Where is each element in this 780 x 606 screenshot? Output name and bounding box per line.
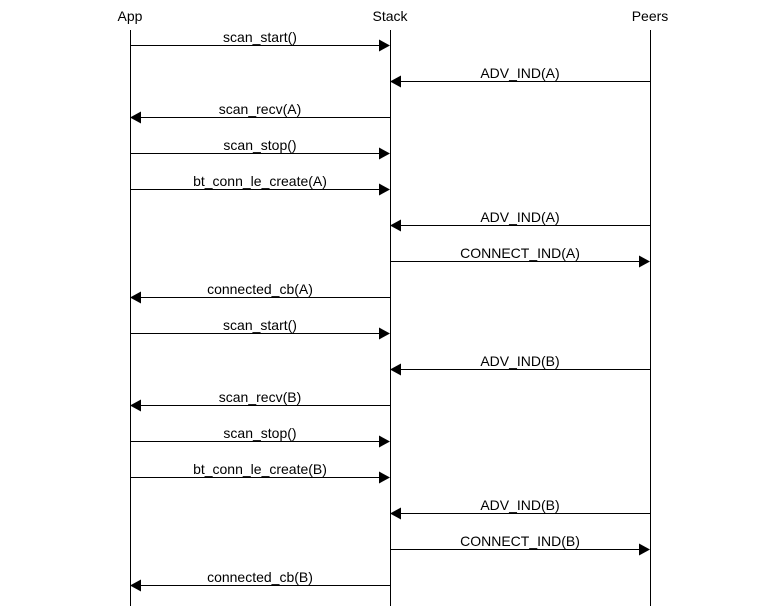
message-label: scan_stop() bbox=[223, 425, 296, 441]
message-10: ADV_IND(B) bbox=[390, 353, 651, 376]
message-label: scan_start() bbox=[223, 29, 297, 45]
arrowhead-icon bbox=[379, 147, 390, 160]
lifelines bbox=[130, 30, 651, 606]
message-16: connected_cb(B) bbox=[130, 569, 391, 592]
participant-stack: Stack bbox=[372, 8, 408, 24]
message-label: connected_cb(A) bbox=[207, 281, 313, 297]
message-label: connected_cb(B) bbox=[207, 569, 313, 585]
message-2: ADV_IND(A) bbox=[390, 65, 651, 88]
message-7: CONNECT_IND(A) bbox=[390, 245, 650, 268]
message-label: CONNECT_IND(A) bbox=[460, 245, 580, 261]
arrowhead-icon bbox=[390, 219, 401, 232]
message-9: scan_start() bbox=[130, 317, 390, 340]
message-label: ADV_IND(A) bbox=[480, 209, 559, 225]
message-6: ADV_IND(A) bbox=[390, 209, 651, 232]
arrowhead-icon bbox=[639, 255, 650, 268]
message-13: bt_conn_le_create(B) bbox=[130, 461, 390, 484]
arrowhead-icon bbox=[379, 183, 390, 196]
message-11: scan_recv(B) bbox=[130, 389, 391, 412]
message-15: CONNECT_IND(B) bbox=[390, 533, 650, 556]
message-label: ADV_IND(B) bbox=[480, 497, 559, 513]
message-label: scan_stop() bbox=[223, 137, 296, 153]
message-label: ADV_IND(A) bbox=[480, 65, 559, 81]
arrowhead-icon bbox=[379, 327, 390, 340]
message-14: ADV_IND(B) bbox=[390, 497, 651, 520]
arrowhead-icon bbox=[379, 435, 390, 448]
message-5: bt_conn_le_create(A) bbox=[130, 173, 390, 196]
message-label: scan_start() bbox=[223, 317, 297, 333]
arrowhead-icon bbox=[130, 579, 141, 592]
participant-peers: Peers bbox=[632, 8, 669, 24]
arrowhead-icon bbox=[390, 75, 401, 88]
arrowhead-icon bbox=[390, 507, 401, 520]
arrowhead-icon bbox=[390, 363, 401, 376]
arrowhead-icon bbox=[130, 111, 141, 124]
message-4: scan_stop() bbox=[130, 137, 390, 160]
message-label: scan_recv(B) bbox=[219, 389, 301, 405]
arrowhead-icon bbox=[130, 399, 141, 412]
arrowhead-icon bbox=[379, 471, 390, 484]
message-label: CONNECT_IND(B) bbox=[460, 533, 580, 549]
arrowhead-icon bbox=[379, 39, 390, 52]
message-label: scan_recv(A) bbox=[219, 101, 301, 117]
message-1: scan_start() bbox=[130, 29, 390, 52]
message-8: connected_cb(A) bbox=[130, 281, 391, 304]
message-3: scan_recv(A) bbox=[130, 101, 391, 124]
arrowhead-icon bbox=[639, 543, 650, 556]
participant-app: App bbox=[118, 8, 143, 24]
message-label: ADV_IND(B) bbox=[480, 353, 559, 369]
message-12: scan_stop() bbox=[130, 425, 390, 448]
arrowhead-icon bbox=[130, 291, 141, 304]
message-label: bt_conn_le_create(A) bbox=[193, 173, 327, 189]
message-label: bt_conn_le_create(B) bbox=[193, 461, 327, 477]
messages: scan_start() ADV_IND(A) scan_recv(A) scan_s… bbox=[130, 29, 651, 592]
participants: App Stack Peers bbox=[118, 8, 669, 24]
